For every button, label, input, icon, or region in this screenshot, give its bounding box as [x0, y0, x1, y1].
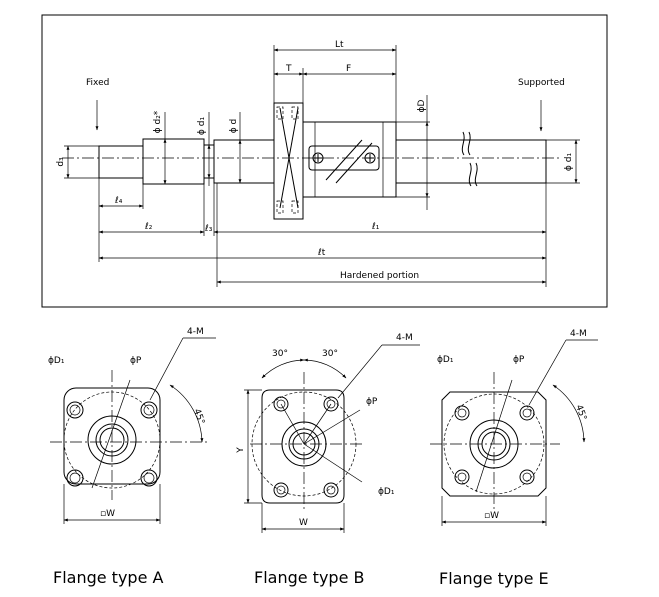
hardened-label: Hardened portion: [340, 271, 419, 281]
flange-e-d1-label: ϕD₁: [437, 355, 454, 365]
flange-b-y-label: Y: [236, 447, 246, 454]
return-tube: [308, 145, 380, 171]
lt-label: Lt: [335, 40, 344, 50]
flange-e-m-label: 4-M: [570, 329, 587, 339]
flange-b-m-label: 4-M: [396, 333, 413, 343]
d3-label: d₃: [56, 157, 66, 167]
screw-shaft-right: [395, 139, 547, 184]
nut-body: [302, 121, 397, 198]
flange-b-p-label: ϕP: [366, 397, 378, 407]
flange-a-caption: Flange type A: [53, 568, 164, 587]
flange-b-w-label: W: [299, 518, 308, 528]
flange-a-m-label: 4-M: [187, 327, 204, 337]
flange-a-d1-label: ϕD₁: [48, 356, 65, 366]
flange-a-p-label: ϕP: [130, 356, 142, 366]
flange-e-angle-label: 45°: [573, 404, 588, 422]
d2-label: ϕ d₂*: [153, 110, 163, 133]
l4-label: ℓ₄: [114, 196, 123, 206]
flange-e-p-label: ϕP: [513, 355, 525, 365]
l2-label: ℓ₂: [144, 222, 153, 232]
d1-left-label: ϕ d₁: [197, 117, 207, 136]
big-d-label: ϕD: [417, 100, 427, 113]
d-label: ϕ d: [229, 119, 239, 134]
l3-label: ℓ₃: [204, 224, 213, 234]
flange-type-b: 30° 30° 4-M ϕP ϕD₁ Y W Flange type B: [236, 333, 420, 587]
bearing-seat: [142, 138, 205, 185]
tube-screw-icon: [364, 152, 376, 164]
fixed-label: Fixed: [86, 78, 109, 88]
flange-a-angle-label: 45°: [191, 408, 206, 426]
flange-e-caption: Flange type E: [439, 569, 549, 588]
f-label: F: [346, 64, 351, 74]
flange-b-angle-right-label: 30°: [322, 349, 338, 359]
l1-label: ℓ₁: [371, 222, 380, 232]
journal-end: [98, 145, 144, 179]
flange-b-caption: Flange type B: [254, 568, 364, 587]
supported-label: Supported: [518, 78, 565, 88]
d1-right-label: ϕ d₁: [564, 153, 574, 172]
main-drawing-frame: [41, 14, 608, 308]
t-label: T: [285, 64, 292, 74]
screw-shaft-left: [213, 139, 275, 184]
tube-screw-icon: [312, 152, 324, 164]
flange-type-e: ϕD₁ ϕP 4-M 45° ▫W Flange type E: [430, 329, 598, 588]
flange-e-w-label: ▫W: [484, 511, 499, 521]
flange-b-d1-label: ϕD₁: [378, 487, 395, 497]
lt-total-label: ℓt: [317, 248, 326, 258]
flange-type-a: ϕD₁ ϕP 4-M 45° ▫W Flange type A: [48, 327, 216, 587]
flange-b-angle-left-label: 30°: [272, 349, 288, 359]
flange-a-w-label: ▫W: [100, 509, 115, 519]
